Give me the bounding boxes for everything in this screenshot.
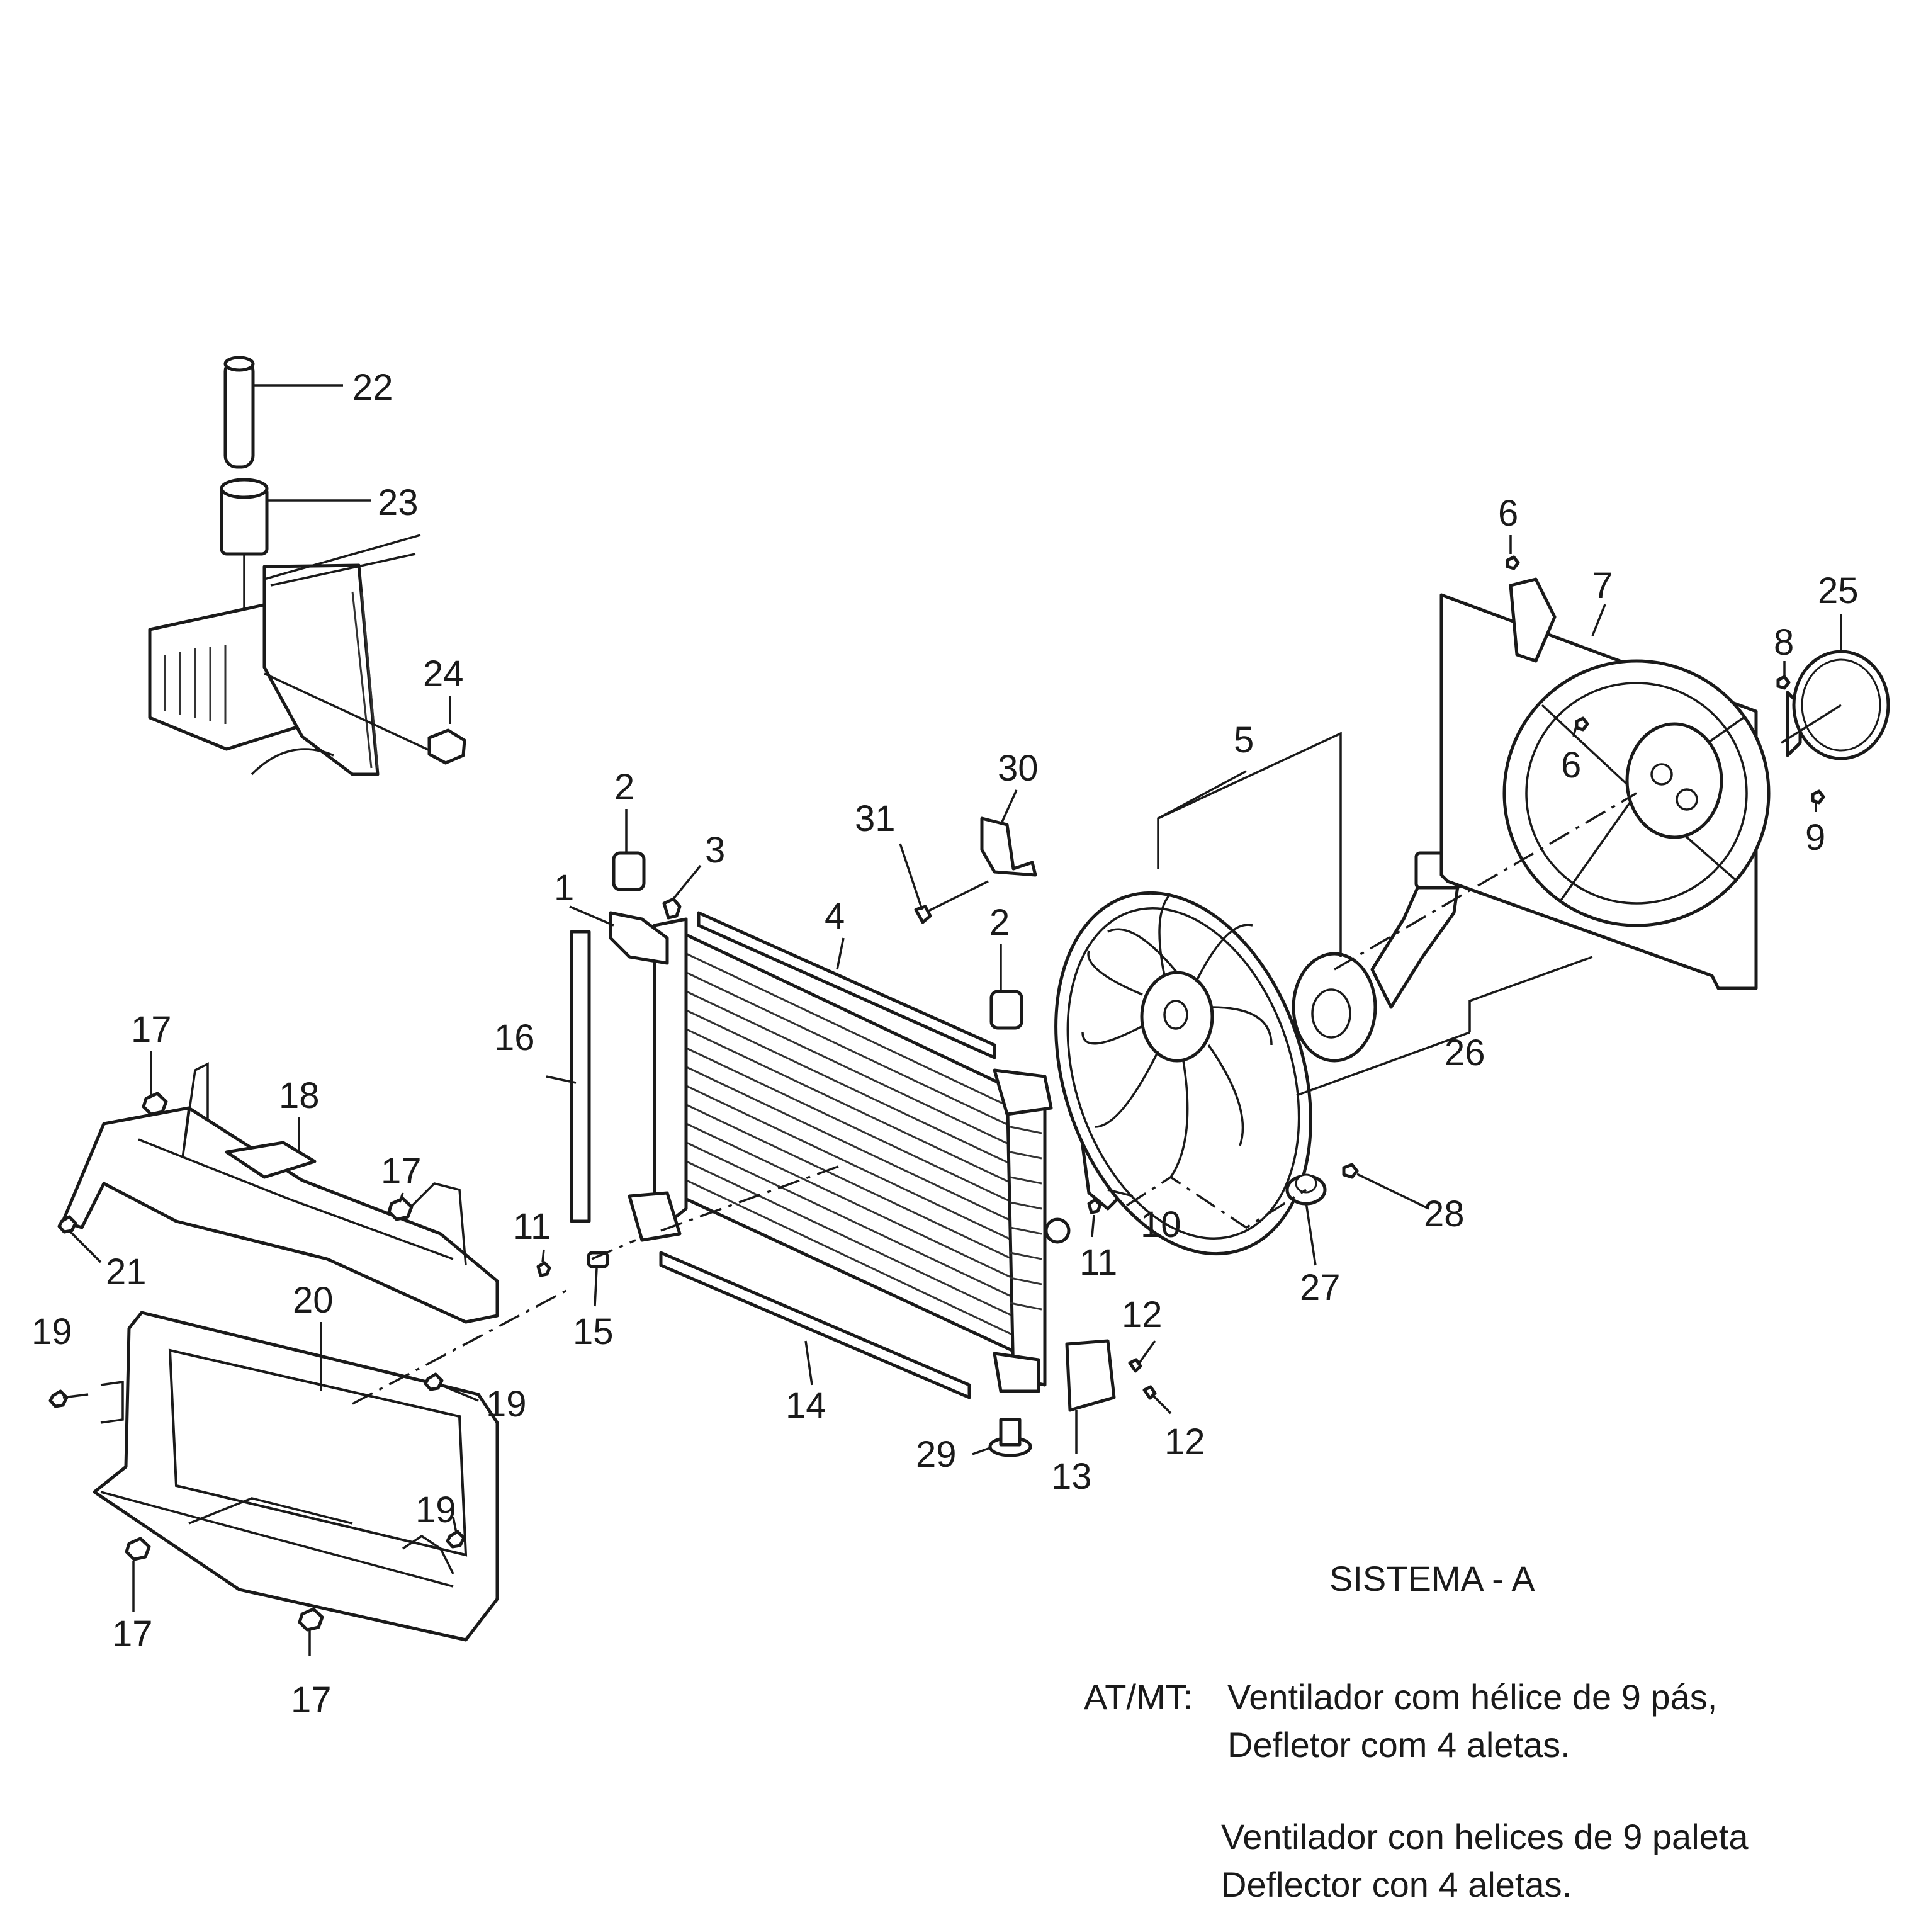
fasteners-left <box>48 1092 466 1632</box>
callout-12-upper: 12 <box>1122 1294 1163 1335</box>
inset-mount-assembly <box>148 356 466 776</box>
caption-es-line2: Deflector con 4 aletas. <box>1221 1865 1572 1904</box>
caption-pt-line1: Ventilador com hélice de 9 pás, <box>1227 1677 1718 1717</box>
callout-23: 23 <box>378 482 419 523</box>
clip-3 <box>662 897 682 920</box>
callout-20: 20 <box>293 1280 334 1321</box>
fan-shroud-7 <box>1439 577 1802 990</box>
callout-5: 5 <box>1234 720 1254 760</box>
callout-16: 16 <box>494 1017 535 1058</box>
radiator-mounts <box>536 851 1102 1457</box>
assembly-lines <box>352 792 1637 1405</box>
callout-30: 30 <box>998 748 1039 789</box>
caption-pt-line2: Defletor com 4 aletas. <box>1227 1725 1570 1765</box>
small-fasteners <box>1285 555 1825 1206</box>
callout-19-left: 19 <box>31 1311 72 1352</box>
fan-blade-5 <box>1054 891 1312 1256</box>
system-title: SISTEMA - A <box>1329 1559 1535 1598</box>
callout-17-a: 17 <box>131 1009 172 1050</box>
callout-17-c: 17 <box>112 1613 153 1654</box>
callout-13: 13 <box>1051 1456 1092 1497</box>
callout-6-top: 6 <box>1498 493 1518 534</box>
callout-18: 18 <box>279 1075 320 1116</box>
callout-17-b: 17 <box>381 1151 422 1192</box>
seal-strip-16 <box>570 930 591 1223</box>
callout-1: 1 <box>554 867 574 908</box>
callout-11-right: 11 <box>1079 1242 1117 1283</box>
callout-15: 15 <box>573 1311 614 1352</box>
bracket-13 <box>1065 1339 1116 1412</box>
callout-27: 27 <box>1300 1267 1341 1308</box>
callout-21: 21 <box>106 1251 147 1292</box>
clip-28 <box>1342 1163 1359 1179</box>
upper-insulator-2-left <box>612 851 646 891</box>
retaining-ring-25 <box>1781 650 1890 760</box>
callout-2-left: 2 <box>614 767 634 808</box>
pin-22 <box>223 358 255 469</box>
callout-11-left: 11 <box>513 1206 551 1247</box>
callout-12-lower: 12 <box>1164 1421 1205 1462</box>
callout-9: 9 <box>1805 817 1825 858</box>
caption-prefix: AT/MT: <box>1084 1677 1193 1717</box>
callout-10: 10 <box>1141 1204 1181 1245</box>
callout-19-bottom: 19 <box>415 1489 456 1530</box>
callout-labels: 22 23 24 6 7 25 8 6 9 5 30 31 2 3 1 4 2 … <box>31 367 1859 1720</box>
callout-4: 4 <box>825 896 845 937</box>
radiator-4 <box>609 911 1071 1399</box>
callout-8: 8 <box>1774 622 1794 663</box>
clamp-30 <box>980 816 1037 877</box>
callout-31: 31 <box>855 798 896 839</box>
callout-2-right: 2 <box>989 902 1010 943</box>
callout-3: 3 <box>705 830 725 871</box>
nut-24 <box>427 728 466 765</box>
lower-seal-14 <box>659 1251 971 1399</box>
callout-25: 25 <box>1818 570 1859 611</box>
callout-19-mid: 19 <box>486 1384 527 1425</box>
callout-7: 7 <box>1592 565 1613 606</box>
bolt-31 <box>921 880 989 915</box>
callout-29: 29 <box>916 1434 957 1475</box>
lower-shroud-20 <box>93 1311 499 1642</box>
callout-24: 24 <box>423 653 464 694</box>
leader-lines <box>62 384 1842 1656</box>
callout-28: 28 <box>1424 1194 1465 1234</box>
callout-22: 22 <box>352 367 393 408</box>
callout-14: 14 <box>786 1385 826 1426</box>
upper-insulator-2-right <box>989 990 1023 1030</box>
callout-17-d: 17 <box>291 1680 332 1720</box>
upper-air-deflector-18 <box>61 1062 499 1324</box>
caption-es-line1: Ventilador con helices de 9 paleta <box>1221 1819 1749 1855</box>
callout-26: 26 <box>1445 1032 1485 1073</box>
callout-6-inner: 6 <box>1561 745 1581 786</box>
fan-motor <box>1292 851 1462 1063</box>
bushing-15 <box>587 1251 609 1268</box>
